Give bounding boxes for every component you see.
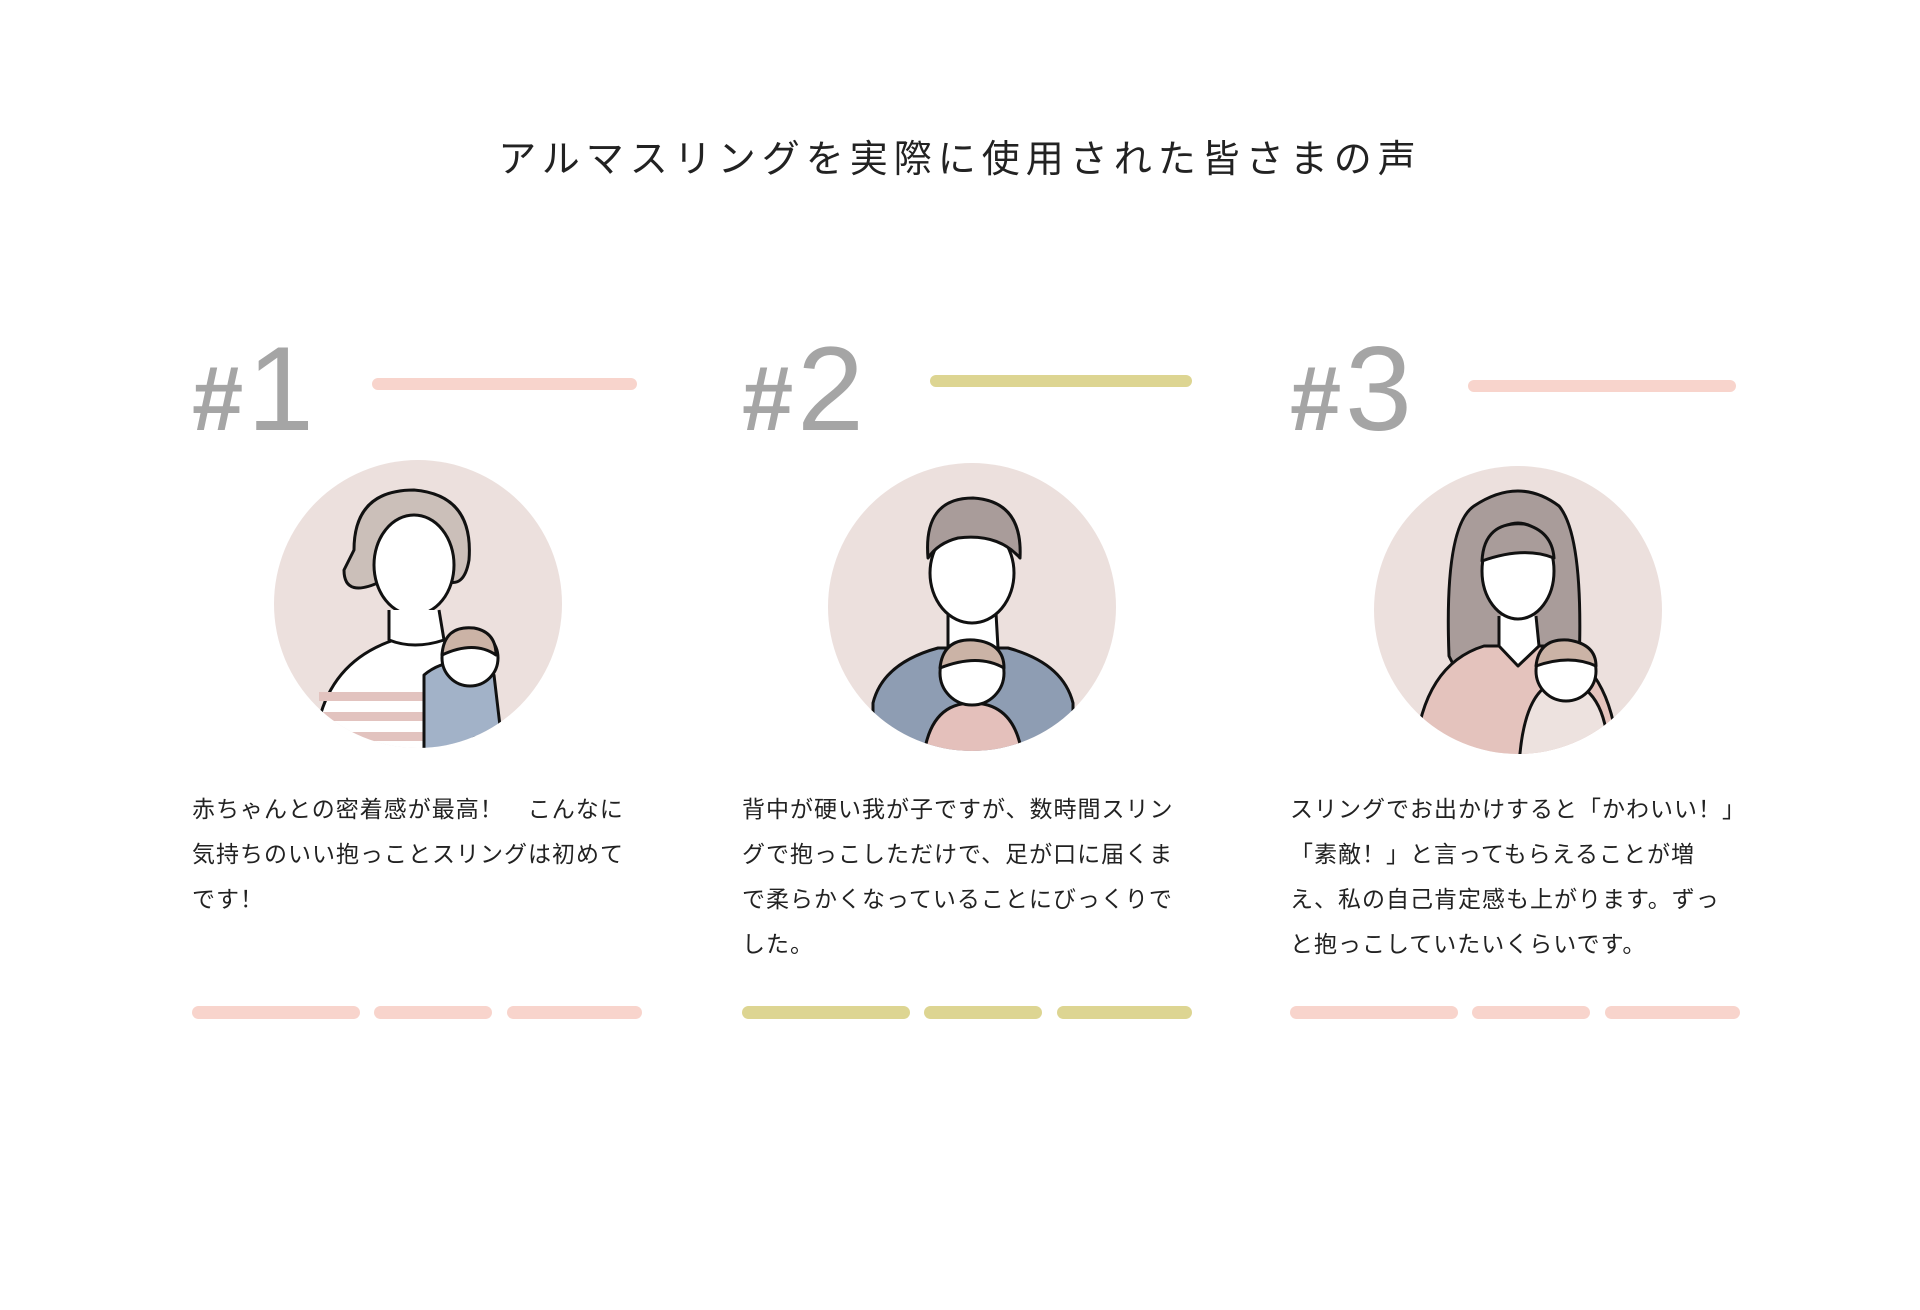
number-digit: 2 (797, 322, 868, 456)
testimonial-text: スリングでお出かけすると「かわいい！」「素敵！」と言ってもらえることが増え、私の… (1290, 797, 1735, 958)
decorative-dashes (192, 1006, 642, 1020)
testimonial-card-3: #3 スリングでお出かけすると「かわいい！」「素敵！」と言ってもらえることが増え… (1290, 320, 1740, 1040)
testimonial-card-2: #2 背中が硬い我が子ですが、数時間スリングで抱っこしただけで、足が口に届くまで… (742, 320, 1192, 1040)
testimonial-number: #2 (742, 320, 868, 458)
testimonial-text: 赤ちゃんとの密着感が最高！ こんなに気持ちのいい抱っことスリングは初めてです！ (192, 797, 624, 913)
hash-mark: # (742, 348, 798, 450)
testimonial-card-1: #1 赤ちゃんとの密着感が最高！ こんなに気持ちのいい抱っことスリングは初めてで… (192, 320, 642, 1040)
mother-long-hair-with-baby-illustration (1374, 466, 1662, 754)
number-digit: 3 (1345, 322, 1416, 456)
testimonial-text: 背中が硬い我が子ですが、数時間スリングで抱っこしただけで、足が口に届くまで柔らか… (742, 797, 1174, 958)
decorative-dashes (1290, 1006, 1740, 1020)
hash-mark: # (192, 348, 248, 450)
testimonial-number: #3 (1290, 320, 1416, 458)
decorative-line (930, 375, 1192, 387)
page-title: アルマスリングを実際に使用された皆さまの声 (498, 137, 1422, 181)
father-with-baby-illustration (828, 463, 1116, 751)
hash-mark: # (1290, 348, 1346, 450)
decorative-dashes (742, 1006, 1192, 1020)
mother-with-baby-illustration (274, 460, 562, 748)
decorative-line (1468, 380, 1736, 392)
number-digit: 1 (247, 322, 318, 456)
decorative-line (372, 378, 637, 390)
testimonial-number: #1 (192, 320, 318, 458)
